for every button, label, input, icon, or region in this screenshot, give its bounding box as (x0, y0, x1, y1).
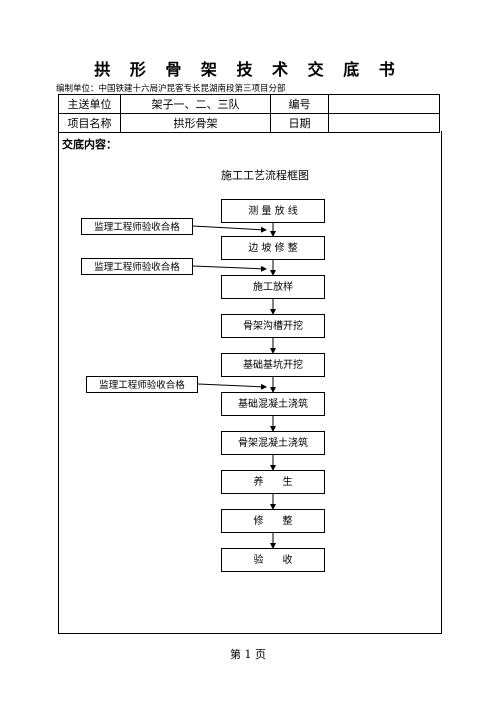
supervisor-arrow (192, 265, 267, 272)
supervisor-check-box: 监理工程师验收合格 (81, 218, 193, 235)
flowchart-title: 施工工艺流程框图 (221, 169, 309, 182)
document-title: 拱 形 骨 架 技 术 交 底 书 (94, 60, 402, 79)
page-number: 第 1 页 (230, 648, 266, 661)
date-value (328, 113, 440, 133)
project-name-value: 拱形骨架 (120, 113, 271, 133)
supervisor-check-box: 监理工程师验收合格 (81, 258, 193, 275)
project-name-label: 项目名称 (58, 113, 121, 133)
step-frame-concrete: 骨架混凝土浇筑 (221, 431, 325, 455)
recipient-label: 主送单位 (58, 94, 121, 114)
supervisor-check-box: 监理工程师验收合格 (86, 376, 198, 393)
step-foundation-pit-excavation: 基础基坑开挖 (221, 353, 325, 377)
supervisor-arrow (192, 225, 267, 233)
step-finishing: 修 整 (221, 509, 325, 533)
info-table: 主送单位 架子一、二、三队 编号 项目名称 拱形骨架 日期 (58, 94, 440, 133)
table-row: 主送单位 架子一、二、三队 编号 (58, 94, 440, 114)
step-survey-setout: 测 量 放 线 (221, 199, 325, 223)
supervisor-arrow (197, 383, 267, 390)
step-acceptance: 验 收 (221, 548, 325, 572)
table-row: 项目名称 拱形骨架 日期 (58, 113, 440, 133)
step-slope-trimming: 边 坡 修 整 (221, 236, 325, 260)
content-box (58, 131, 442, 634)
step-curing: 养 生 (221, 470, 325, 494)
step-trench-excavation: 骨架沟槽开挖 (221, 314, 325, 338)
recipient-value: 架子一、二、三队 (120, 94, 271, 114)
compiler-unit: 编制单位：中国铁建十六局沪昆客专长昆湖南段第三项目分部 (56, 84, 286, 94)
step-foundation-concrete: 基础混凝土浇筑 (221, 392, 325, 416)
content-label: 交底内容： (62, 138, 117, 151)
step-construction-layout: 施工放样 (221, 275, 325, 299)
